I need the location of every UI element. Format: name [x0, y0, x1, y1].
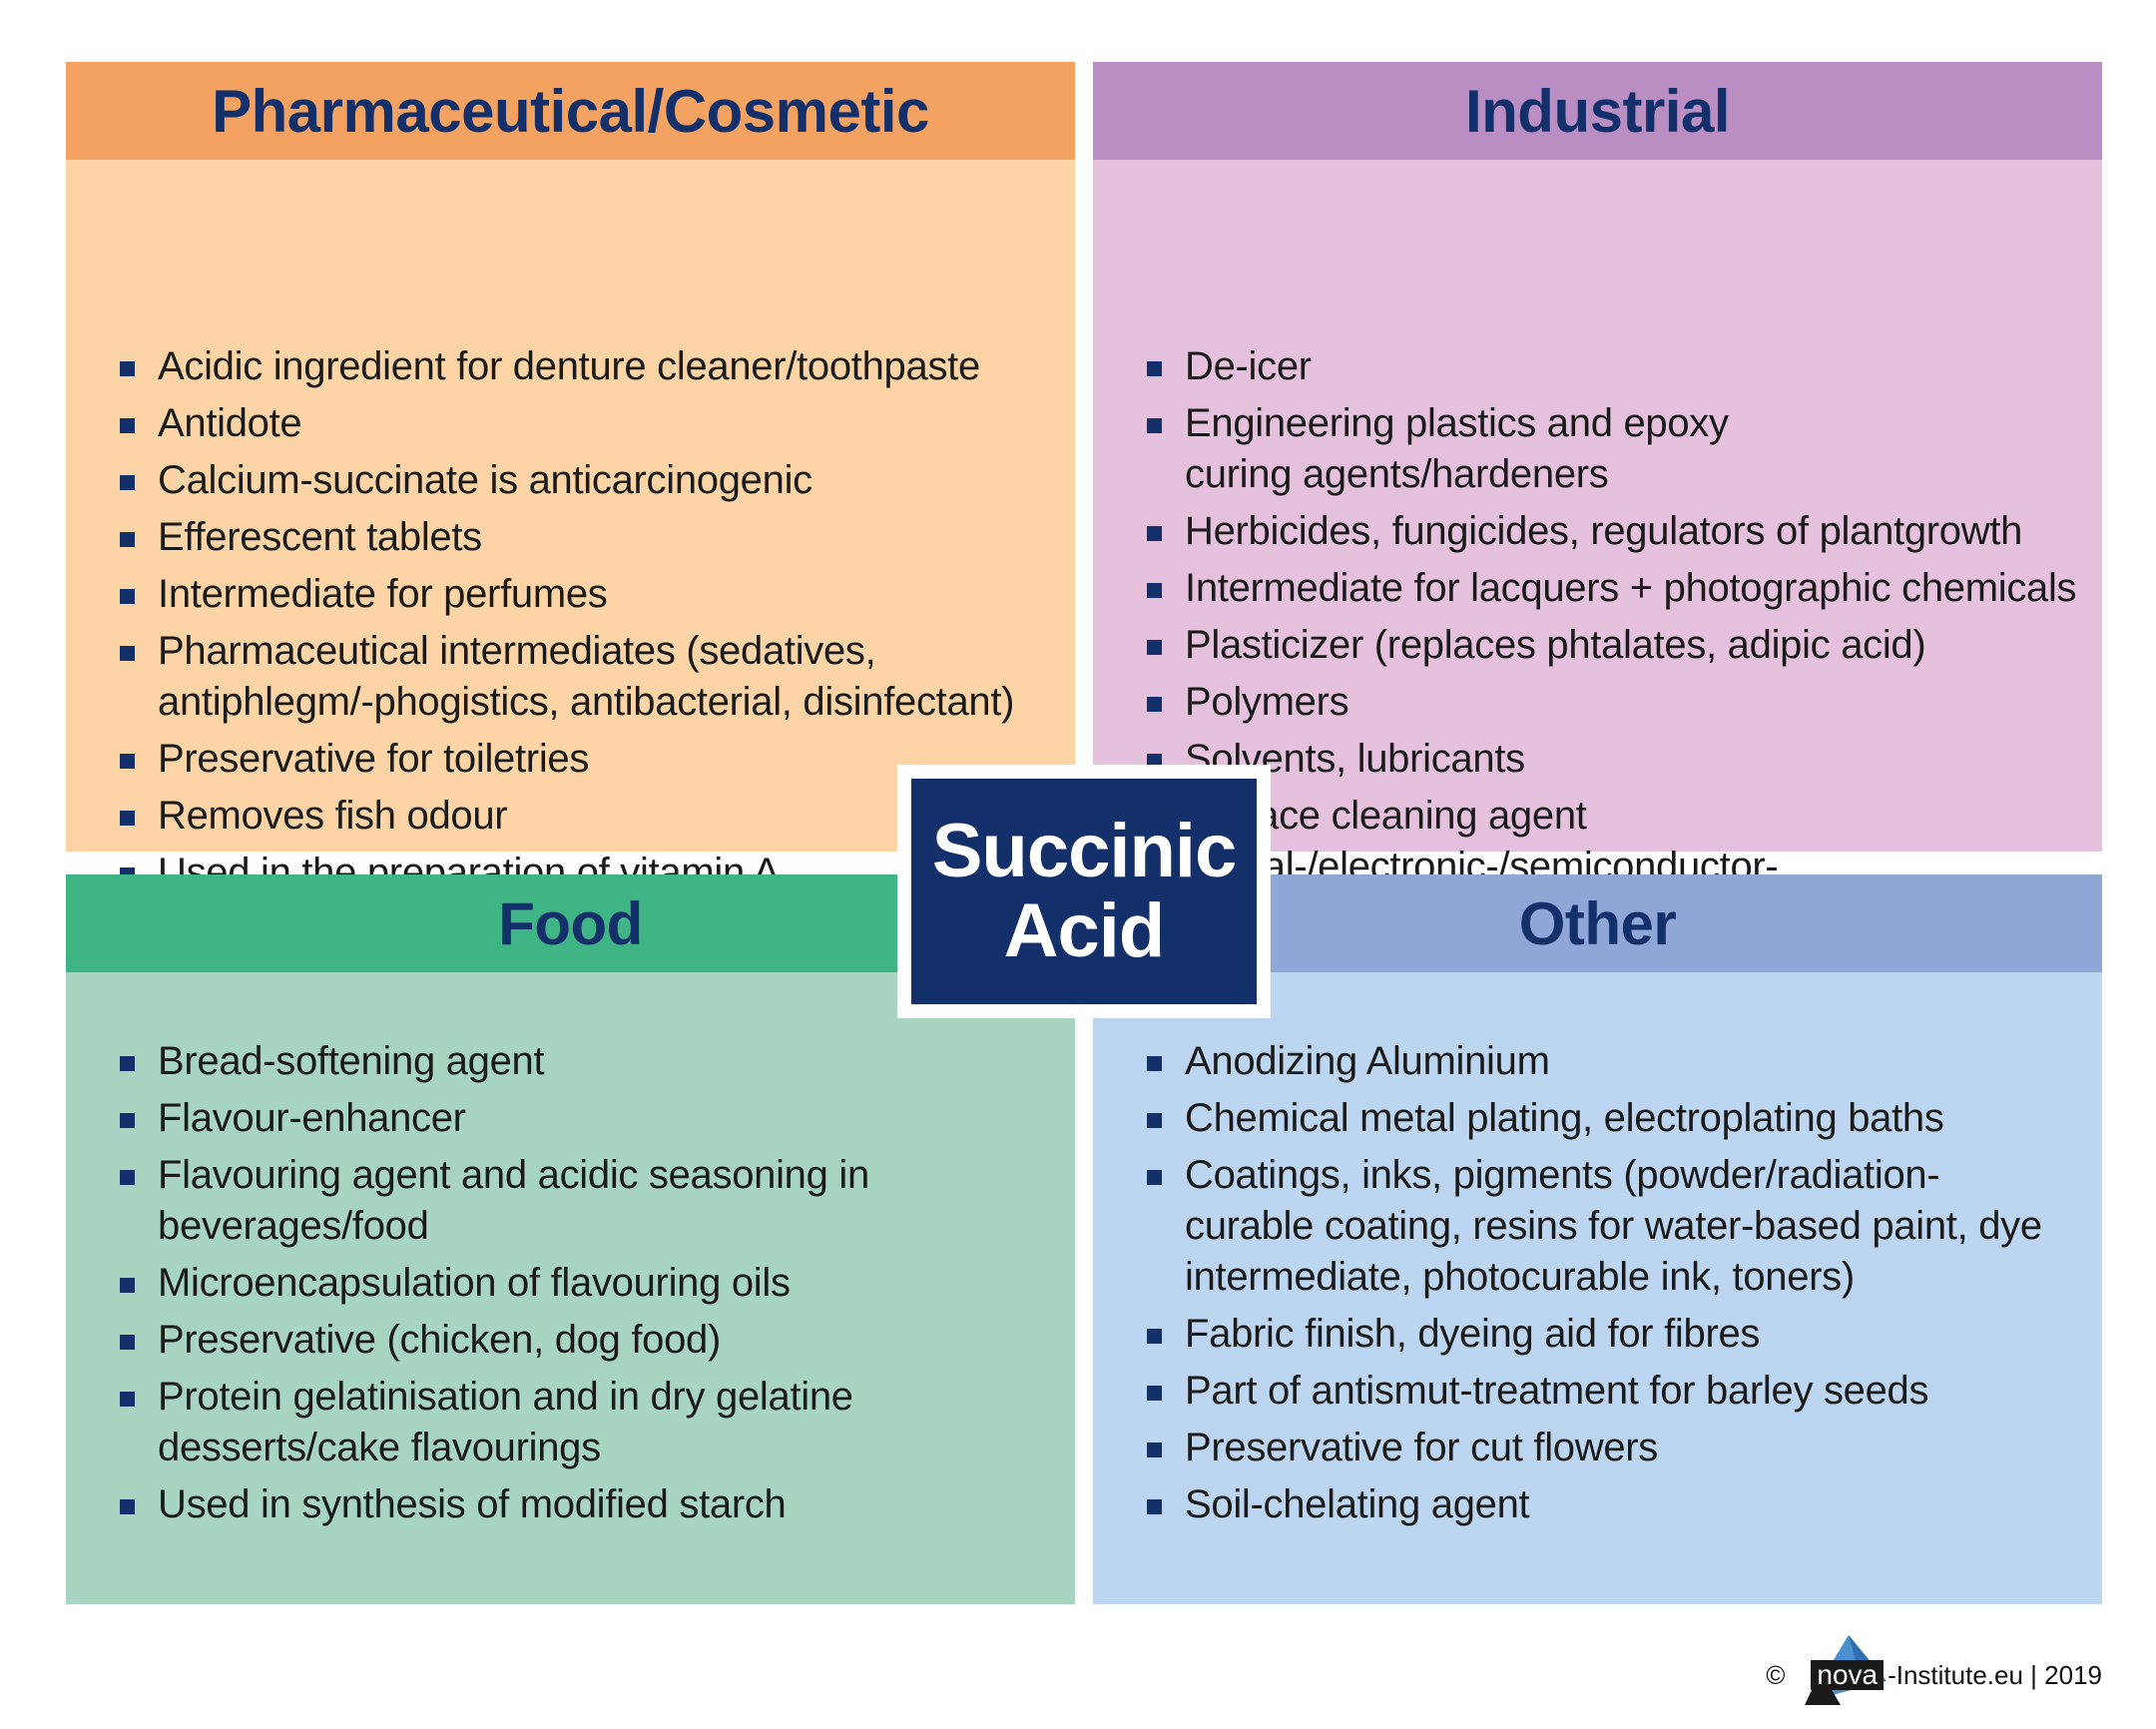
square-bullet-icon	[1147, 1056, 1162, 1071]
square-bullet-icon	[120, 646, 135, 661]
list-item: Polymers	[1093, 677, 2102, 728]
list-item: Fabric finish, dyeing aid for fibres	[1093, 1309, 2102, 1360]
list-item: Preservative for cut flowers	[1093, 1423, 2102, 1473]
square-bullet-icon	[1147, 640, 1162, 655]
center-label-line2: Acid	[1003, 888, 1166, 973]
square-bullet-icon	[120, 754, 135, 769]
square-bullet-icon	[120, 418, 135, 433]
quadrant-pharmaceutical-cosmetic: Pharmaceutical/Cosmetic Acidic ingredien…	[66, 62, 1075, 894]
footer-suffix: -Institute.eu | 2019	[1887, 1659, 2102, 1690]
list-item: Antidote	[66, 398, 1075, 449]
list-item: Intermediate for perfumes	[66, 569, 1075, 620]
square-bullet-icon	[1147, 1386, 1162, 1401]
square-bullet-icon	[120, 1056, 135, 1071]
item-list: Acidic ingredient for denture cleaner/to…	[66, 258, 1075, 904]
item-list: De-icer Engineering plastics and epoxy c…	[1093, 258, 2102, 949]
quadrant-title: Industrial	[1093, 62, 2102, 160]
square-bullet-icon	[120, 1278, 135, 1293]
square-bullet-icon	[1147, 1329, 1162, 1344]
square-bullet-icon	[1147, 526, 1162, 541]
center-label: Succinic Acid	[911, 779, 1257, 1004]
list-item: Used in synthesis of modified starch	[66, 1479, 1075, 1530]
list-item: Flavour-enhancer	[66, 1093, 1075, 1144]
square-bullet-icon	[1147, 1170, 1162, 1185]
square-bullet-icon	[120, 475, 135, 490]
list-item: Pharmaceutical intermediates (sedatives,…	[66, 626, 1075, 728]
footer-credit: © nova -Institute.eu | 2019	[1766, 1635, 2102, 1705]
square-bullet-icon	[1147, 583, 1162, 598]
square-bullet-icon	[1147, 1113, 1162, 1128]
square-bullet-icon	[120, 532, 135, 547]
list-item: Efferescent tablets	[66, 512, 1075, 563]
square-bullet-icon	[120, 1499, 135, 1514]
list-item: De-icer	[1093, 341, 2102, 392]
square-bullet-icon	[120, 361, 135, 376]
nova-logo: nova	[1795, 1635, 1887, 1705]
square-bullet-icon	[120, 1335, 135, 1350]
square-bullet-icon	[1147, 418, 1162, 433]
list-item: Chemical metal plating, electroplating b…	[1093, 1093, 2102, 1144]
list-item: Calcium-succinate is anticarcinogenic	[66, 455, 1075, 506]
list-item: Bread-softening agent	[66, 1036, 1075, 1087]
square-bullet-icon	[120, 1392, 135, 1407]
list-item: Removes fish odour	[66, 791, 1075, 842]
square-bullet-icon	[120, 1113, 135, 1128]
quadrant-industrial: Industrial De-icer Engineering plastics …	[1093, 62, 2102, 939]
list-item: Preservative (chicken, dog food)	[66, 1315, 1075, 1366]
quadrant-title: Pharmaceutical/Cosmetic	[66, 62, 1075, 160]
list-item: Part of antismut-treatment for barley se…	[1093, 1366, 2102, 1417]
list-item: Anodizing Aluminium	[1093, 1036, 2102, 1087]
list-item: Soil-chelating agent	[1093, 1479, 2102, 1530]
list-item: Protein gelatinisation and in dry gelati…	[66, 1372, 1075, 1473]
square-bullet-icon	[120, 811, 135, 826]
square-bullet-icon	[1147, 361, 1162, 376]
square-bullet-icon	[1147, 697, 1162, 712]
center-label-line1: Succinic	[931, 809, 1238, 893]
list-item: Acidic ingredient for denture cleaner/to…	[66, 341, 1075, 392]
list-item: Herbicides, fungicides, regulators of pl…	[1093, 506, 2102, 557]
logo-text: nova	[1811, 1660, 1885, 1690]
square-bullet-icon	[120, 589, 135, 604]
copyright-symbol: ©	[1766, 1659, 1786, 1690]
list-item: Flavouring agent and acidic seasoning in…	[66, 1150, 1075, 1252]
square-bullet-icon	[120, 1170, 135, 1185]
list-item: Microencapsulation of flavouring oils	[66, 1258, 1075, 1309]
square-bullet-icon	[1147, 1442, 1162, 1457]
item-list: Bread-softening agent Flavour-enhancer F…	[66, 1036, 1075, 1530]
list-item: Intermediate for lacquers + photographic…	[1093, 563, 2102, 614]
list-item: Preservative for toiletries	[66, 734, 1075, 785]
list-item: Plasticizer (replaces phtalates, adipic …	[1093, 620, 2102, 671]
list-item: Coatings, inks, pigments (powder/radiati…	[1093, 1150, 2102, 1303]
square-bullet-icon	[1147, 1499, 1162, 1514]
item-list: Anodizing Aluminium Chemical metal plati…	[1093, 1036, 2102, 1530]
list-item: Engineering plastics and epoxy curing ag…	[1093, 398, 2102, 500]
